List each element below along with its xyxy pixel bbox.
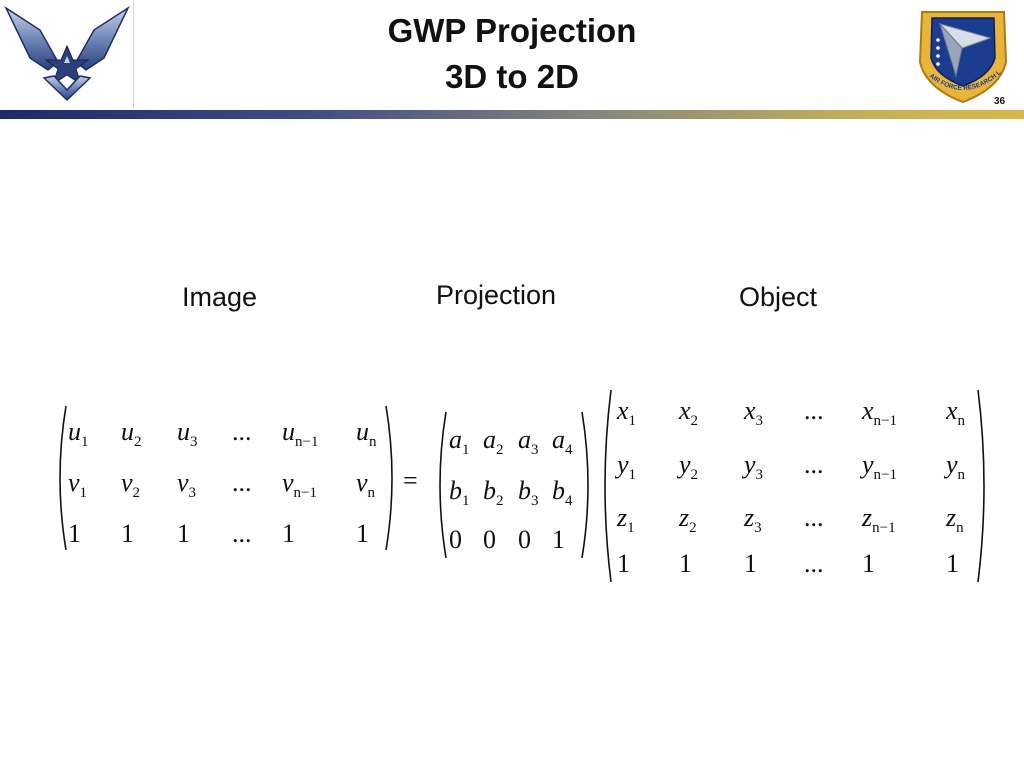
object-matrix-cell-r2-c5: yn−1 [862,450,898,484]
projection-matrix-cell-r3-c3: 0 [518,525,531,554]
projection-label: Projection [436,280,557,310]
image-matrix-cell-r3-c5: 1 [282,519,295,548]
image-matrix-cell-r2-c4: ... [232,468,252,497]
image-matrix-cell-r1-c3: u3 [177,417,198,451]
object-matrix-cell-r3-c1: z1 [617,503,635,537]
image-matrix-cell-r1-c1: u1 [68,417,89,451]
object-matrix-cell-r4-c4: ... [804,549,824,578]
projection-matrix-cell-r2-c2: b2 [483,476,504,510]
projection-matrix-cell-r1-c1: a1 [449,425,470,459]
object-matrix-cell-r1-c1: x1 [617,396,637,430]
projection-matrix-cell-r3-c2: 0 [483,525,496,554]
object-matrix-cell-r2-c1: y1 [617,450,637,484]
equals-sign: = [403,466,418,495]
air-force-wings-logo [0,0,134,108]
image-matrix-left-paren [52,404,68,552]
image-matrix-cell-r1-c5: un−1 [282,417,319,451]
image-matrix-cell-r1-c4: ... [232,417,252,446]
object-matrix-cell-r4-c3: 1 [744,549,757,578]
object-matrix-cell-r3-c5: zn−1 [862,503,896,537]
image-matrix-cell-r3-c3: 1 [177,519,190,548]
projection-matrix-cell-r2-c4: b4 [552,476,573,510]
object-matrix-cell-r2-c3: y3 [744,450,764,484]
object-matrix-cell-r2-c6: yn [946,450,966,484]
image-matrix-cell-r2-c1: v1 [68,468,88,502]
object-matrix-cell-r3-c6: zn [946,503,964,537]
image-label: Image [182,282,258,312]
image-matrix-cell-r3-c2: 1 [121,519,134,548]
object-matrix-cell-r3-c2: z2 [679,503,697,537]
image-matrix-cell-r1-c2: u2 [121,417,142,451]
slide-title-line-2: 3D to 2D [445,58,579,95]
object-matrix-right-paren [976,388,992,584]
object-matrix-cell-r1-c2: x2 [679,396,699,430]
object-matrix-left-paren [597,388,613,584]
object-matrix-cell-r1-c6: xn [946,396,966,430]
object-label: Object [739,282,818,312]
object-matrix-cell-r4-c1: 1 [617,549,630,578]
logo-divider [133,0,134,108]
object-matrix-cell-r3-c4: ... [804,503,824,532]
object-matrix-cell-r1-c5: xn−1 [862,396,898,430]
image-matrix-cell-r2-c6: vn [356,468,376,502]
image-matrix-cell-r3-c6: 1 [356,519,369,548]
projection-matrix-cell-r1-c3: a3 [518,425,539,459]
object-matrix-cell-r2-c4: ... [804,450,824,479]
projection-matrix-cell-r3-c1: 0 [449,525,462,554]
object-matrix-cell-r1-c3: x3 [744,396,764,430]
projection-matrix-cell-r1-c4: a4 [552,425,573,459]
image-matrix-cell-r2-c2: v2 [121,468,141,502]
header-divider-bar [0,110,1024,119]
afrl-shield-logo: AIR FORCE RESEARCH LABORATORY [910,2,1016,106]
image-matrix-right-paren [384,404,400,552]
object-matrix-cell-r3-c3: z3 [744,503,762,537]
object-matrix-cell-r2-c2: y2 [679,450,699,484]
image-matrix-cell-r3-c4: ... [232,519,252,548]
object-matrix-cell-r4-c2: 1 [679,549,692,578]
slide-title-line-1: GWP Projection [387,12,637,49]
image-matrix-cell-r2-c5: vn−1 [282,468,318,502]
projection-matrix-cell-r2-c1: b1 [449,476,470,510]
projection-matrix-cell-r2-c3: b3 [518,476,539,510]
projection-matrix-cell-r1-c2: a2 [483,425,504,459]
image-matrix-cell-r1-c6: un [356,417,377,451]
object-matrix-cell-r4-c6: 1 [946,549,959,578]
projection-matrix-left-paren [432,410,448,560]
object-matrix-cell-r4-c5: 1 [862,549,875,578]
object-matrix-cell-r1-c4: ... [804,396,824,425]
projection-matrix-cell-r3-c4: 1 [552,525,565,554]
projection-matrix-right-paren [580,410,596,560]
slide-number: 36 [994,96,1006,107]
image-matrix-cell-r2-c3: v3 [177,468,197,502]
image-matrix-cell-r3-c1: 1 [68,519,81,548]
